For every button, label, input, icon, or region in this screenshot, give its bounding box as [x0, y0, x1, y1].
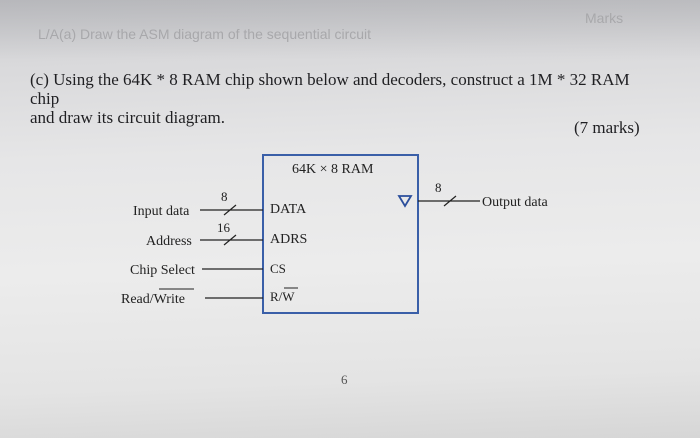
address-width: 16: [217, 220, 231, 235]
input-data-label: Input data: [133, 204, 190, 219]
read-write-label: Read/Write: [121, 292, 185, 307]
ram-chip-box: [262, 154, 419, 314]
marks-label: (7 marks): [574, 118, 640, 137]
address-bus-slash: [223, 234, 237, 246]
pin-cs-label: CS: [270, 261, 286, 276]
faded-previous-question-text: L/A(a) Draw the ASM diagram of the seque…: [38, 26, 372, 42]
output-data-width: 8: [435, 180, 442, 195]
pin-rw-label: R/W: [270, 289, 295, 304]
chip-title: 64K × 8 RAM: [292, 162, 374, 177]
tri-state-buffer-icon: [397, 195, 413, 208]
question-line-2: and draw its circuit diagram.: [30, 108, 225, 127]
output-data-label: Output data: [482, 195, 548, 210]
question-line-1: (c) Using the 64K * 8 RAM chip shown bel…: [30, 70, 630, 108]
page-number: 6: [341, 372, 348, 387]
input-data-width: 8: [221, 189, 228, 204]
pin-adrs-label: ADRS: [270, 232, 307, 247]
pin-data-label: DATA: [270, 202, 307, 217]
input-data-bus-slash: [223, 204, 237, 216]
chip-select-label: Chip Select: [130, 263, 195, 278]
output-bus-slash: [443, 195, 457, 207]
address-label: Address: [146, 234, 192, 249]
faded-page-header-background: [0, 0, 700, 60]
question-text: (c) Using the 64K * 8 RAM chip shown bel…: [30, 70, 650, 127]
faded-marks-header: Marks: [585, 10, 624, 26]
